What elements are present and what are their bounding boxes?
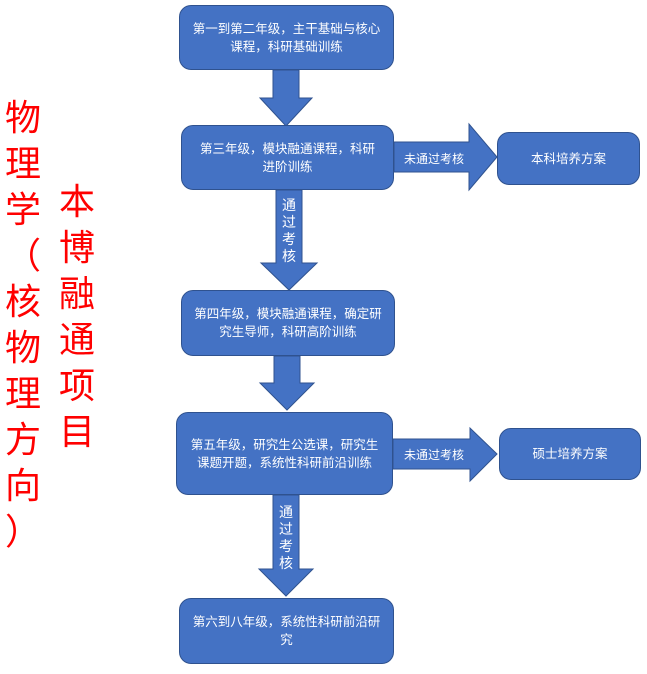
fail-label-2: 未通过考核 — [403, 448, 464, 462]
pass-char: 过 — [282, 215, 296, 231]
title-char: 物 — [4, 328, 41, 369]
exit-target-text: 硕士培养方案 — [532, 446, 608, 461]
title-integrated-program: 本 博 融 通 项 目 — [54, 180, 100, 456]
pass-label-1: 通 过 考 核 — [279, 198, 299, 266]
title-char: ） — [4, 512, 41, 553]
step-text: 第五年级，研究生公选课，研究生课题开题，系统性科研前沿训练 — [190, 436, 379, 470]
pass-char: 考 — [279, 539, 293, 555]
pass-char: 考 — [282, 232, 296, 248]
down-arrow-pass-1 — [259, 189, 319, 291]
right-arrow-fail-2 — [392, 426, 498, 483]
title-char: （ — [4, 236, 41, 277]
exit-box-undergraduate: 本科培养方案 — [497, 132, 640, 185]
title-char: 核 — [4, 282, 41, 323]
step-text: 第一到第二年级，主干基础与核心课程，科研基础训练 — [192, 20, 381, 54]
pass-char: 核 — [282, 249, 296, 265]
title-char: 学 — [4, 190, 41, 231]
title-char: 目 — [58, 412, 95, 453]
pass-char: 过 — [279, 522, 293, 538]
pass-char: 核 — [279, 556, 293, 572]
pass-char: 通 — [282, 198, 296, 214]
right-arrow-fail-1 — [393, 122, 498, 192]
title-char: 项 — [58, 366, 95, 407]
exit-target-text: 本科培养方案 — [530, 150, 606, 166]
down-arrow-pass-2 — [257, 494, 315, 597]
exit-box-master: 硕士培养方案 — [499, 428, 641, 480]
step-text: 第四年级，模块融通课程，确定研究生导师，科研高阶训练 — [194, 306, 382, 339]
step-box-year3: 第三年级，模块融通课程，科研进阶训练 — [181, 125, 394, 190]
step-box-year5: 第五年级，研究生公选课，研究生课题开题，系统性科研前沿训练 — [176, 412, 393, 495]
down-arrow-2 — [258, 355, 316, 411]
step-text: 第六到八年级，系统性科研前沿研究 — [192, 614, 381, 647]
title-char: 物 — [4, 98, 41, 139]
title-physics-nuclear: 物 理 学 （ 核 物 理 方 向 ） — [0, 96, 46, 556]
step-text: 第三年级，模块融通课程，科研进阶训练 — [199, 140, 375, 174]
pass-label-2: 通 过 考 核 — [276, 505, 296, 573]
down-arrow-1 — [258, 69, 314, 127]
title-char: 向 — [4, 466, 41, 507]
title-char: 理 — [4, 374, 41, 415]
step-box-year6-8: 第六到八年级，系统性科研前沿研究 — [179, 598, 394, 664]
title-char: 理 — [4, 144, 41, 185]
fail-label-1: 未通过考核 — [403, 152, 464, 166]
title-char: 融 — [58, 274, 95, 315]
title-char: 博 — [58, 228, 95, 269]
pass-char: 通 — [279, 505, 293, 521]
title-char: 本 — [58, 182, 95, 223]
step-box-year1-2: 第一到第二年级，主干基础与核心课程，科研基础训练 — [179, 5, 394, 70]
title-char: 方 — [4, 420, 41, 461]
title-char: 通 — [58, 320, 95, 361]
step-box-year4: 第四年级，模块融通课程，确定研究生导师，科研高阶训练 — [181, 290, 395, 356]
